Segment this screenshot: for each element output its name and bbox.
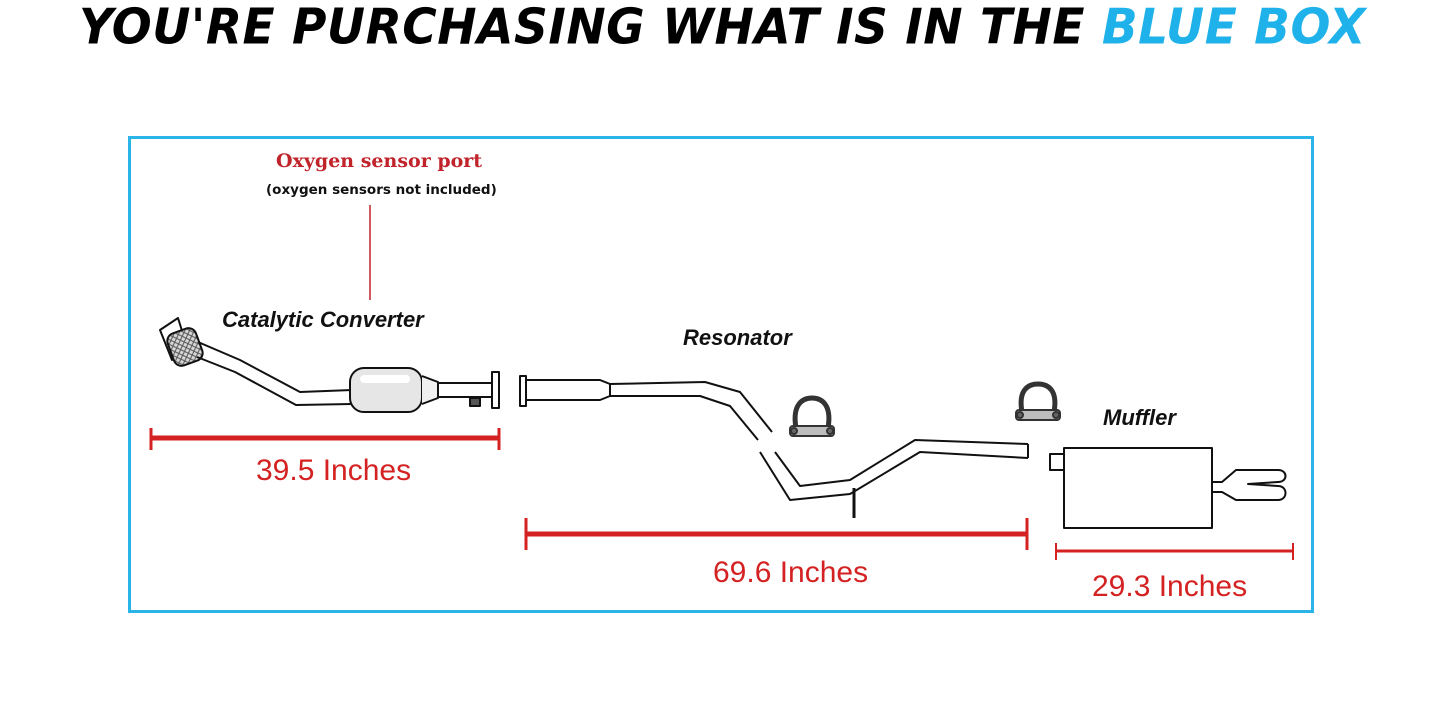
headline-highlight: BLUE BOX [1101, 0, 1367, 57]
catalytic-converter-assembly [159, 317, 500, 413]
muffler-inlet [1049, 453, 1065, 471]
label-catalytic-converter: Catalytic Converter [222, 307, 424, 332]
measure-line-2 [524, 518, 1029, 550]
muffler-tailpipe [1211, 469, 1287, 501]
converter-outlet-cone [421, 375, 439, 405]
muffler-body [1063, 447, 1213, 529]
converter-highlight [360, 375, 410, 383]
muffler-assembly [1049, 447, 1287, 529]
measure-line-3 [1055, 543, 1294, 560]
blue-box-frame [128, 136, 1314, 613]
resonator-front-pipe [609, 381, 773, 441]
label-muffler: Muffler [1103, 405, 1176, 430]
front-pipe [196, 341, 353, 406]
measure-label-2: 69.6 Inches [713, 556, 869, 589]
catalytic-converter-body [349, 367, 423, 413]
headline-main: YOU'RE PURCHASING WHAT IS IN THE [78, 0, 1085, 57]
resonator-body [525, 379, 611, 401]
page-headline: YOU'RE PURCHASING WHAT IS IN THE BLUE BO… [0, 0, 1445, 62]
measure-label-1: 39.5 Inches [256, 454, 412, 487]
resonator-assembly [519, 375, 1029, 518]
clamp-1 [789, 395, 835, 437]
oxygen-sensor-note: (oxygen sensors not included) [266, 182, 497, 198]
mid-pipe [438, 382, 492, 398]
measure-label-3: 29.3 Inches [1092, 570, 1248, 603]
hanger-stub [469, 397, 481, 407]
resonator-rear-pipe [759, 439, 1029, 501]
measure-line-1 [149, 428, 501, 450]
oxygen-sensor-title: Oxygen sensor port [276, 150, 483, 172]
clamp-2 [1015, 381, 1061, 421]
outlet-flange [491, 371, 500, 409]
label-resonator: Resonator [683, 325, 792, 350]
